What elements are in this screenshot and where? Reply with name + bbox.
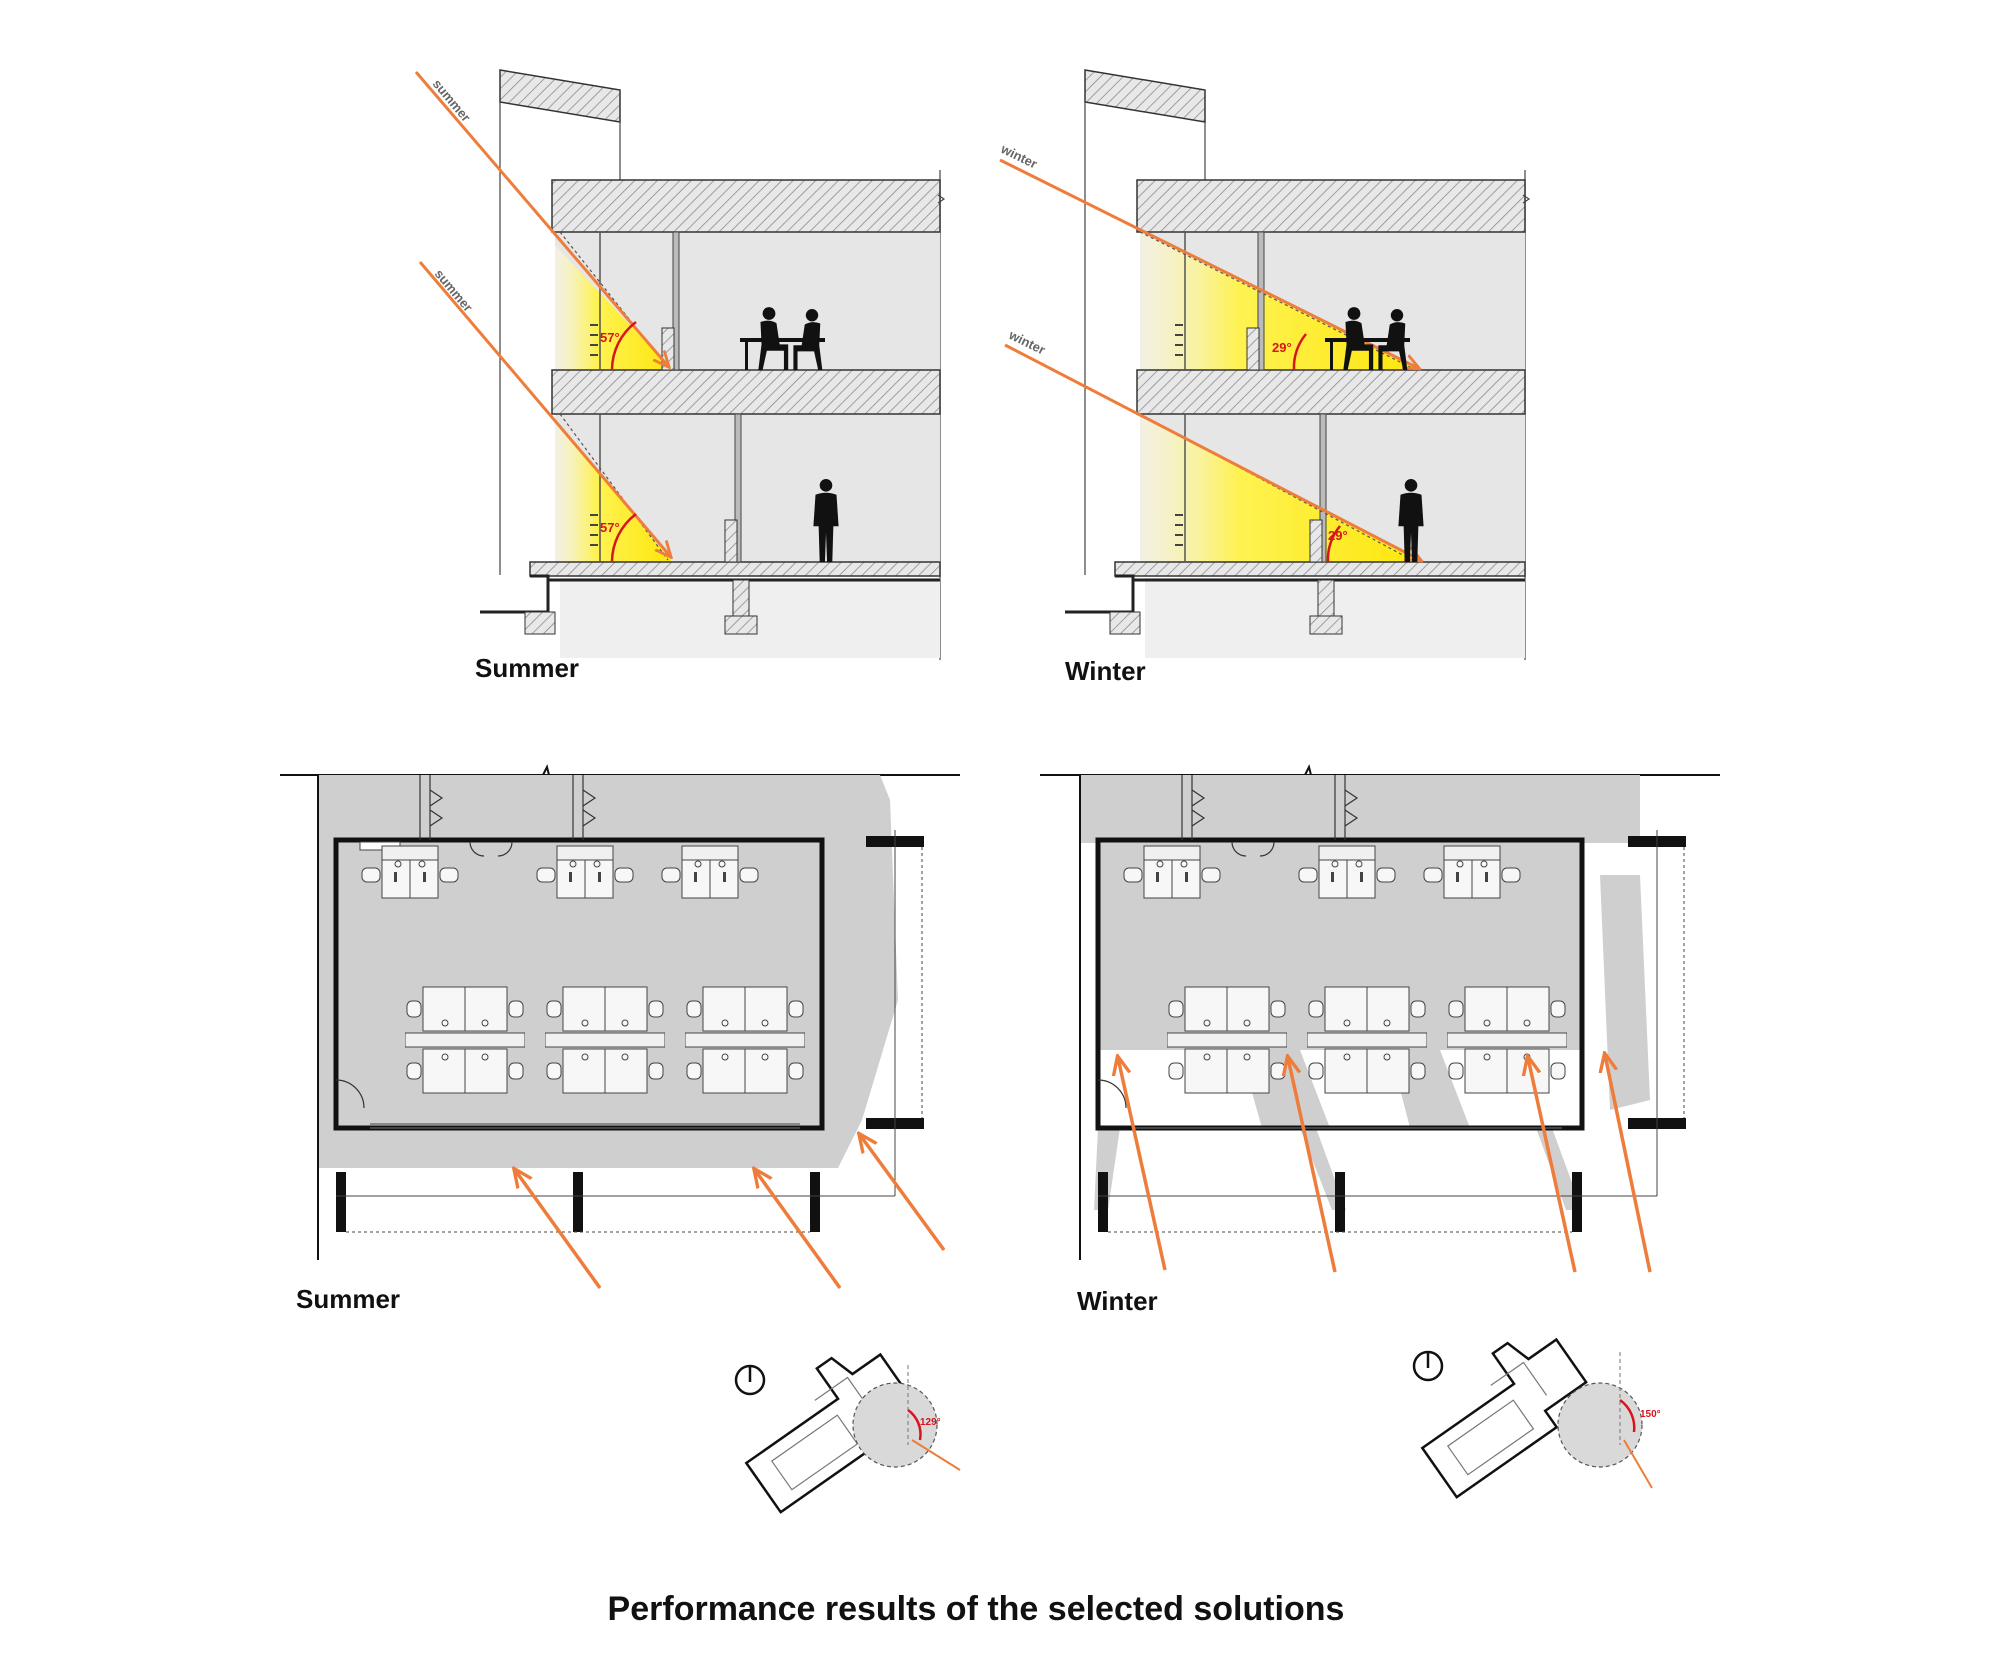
summer-angle-lower: 57° (600, 520, 620, 535)
sun-ray-arrow-icon (1118, 1058, 1167, 1271)
winter-orientation-inset: 150° (1412, 1337, 1661, 1499)
summer-ray-label-lower: summer (432, 266, 476, 314)
summer-angle-upper: 57° (600, 330, 620, 345)
figure-caption: Performance results of the selected solu… (608, 1590, 1345, 1628)
desk-cluster-icon (1447, 986, 1567, 1094)
winter-plan: Winter (1040, 764, 1720, 1316)
sun-ray-arrow-icon (860, 1135, 946, 1252)
winter-ray-label-upper: winter (998, 141, 1040, 172)
summer-plan: Summer (280, 764, 960, 1314)
desk-cluster-icon (405, 986, 525, 1094)
sun-ray-arrow-icon (1288, 1058, 1337, 1273)
summer-ray-upper (414, 71, 668, 366)
summer-plan-label: Summer (296, 1284, 400, 1314)
summer-section: summer summer 57° 57° Summer (414, 69, 946, 683)
summer-ray-lower (418, 261, 670, 556)
desk-cluster-icon (545, 986, 665, 1094)
desk-cluster-icon (685, 986, 805, 1094)
desk-cluster-icon (1167, 986, 1287, 1094)
desk-cluster-icon (1307, 986, 1427, 1094)
winter-ray-lower (1004, 343, 1420, 560)
winter-section-label: Winter (1065, 656, 1146, 686)
summer-section-label: Summer (475, 653, 579, 683)
sun-ray-arrow-icon (755, 1170, 842, 1290)
summer-orientation-inset: 129° (734, 1352, 961, 1514)
winter-angle-lower: 29° (1328, 528, 1348, 543)
winter-angle-upper: 29° (1272, 340, 1292, 355)
summer-orientation-angle: 129° (920, 1417, 941, 1428)
winter-section: winter winter 29° 29° Winter (998, 69, 1531, 686)
winter-ray-label-lower: winter (1006, 327, 1048, 358)
sun-ray-arrow-icon (1528, 1058, 1577, 1273)
summer-ray-label-upper: summer (430, 76, 474, 124)
winter-plan-label: Winter (1077, 1286, 1158, 1316)
winter-orientation-angle: 150° (1640, 1409, 1661, 1420)
sun-ray-arrow-icon (515, 1170, 602, 1290)
sun-ray-arrow-icon (1605, 1055, 1652, 1273)
